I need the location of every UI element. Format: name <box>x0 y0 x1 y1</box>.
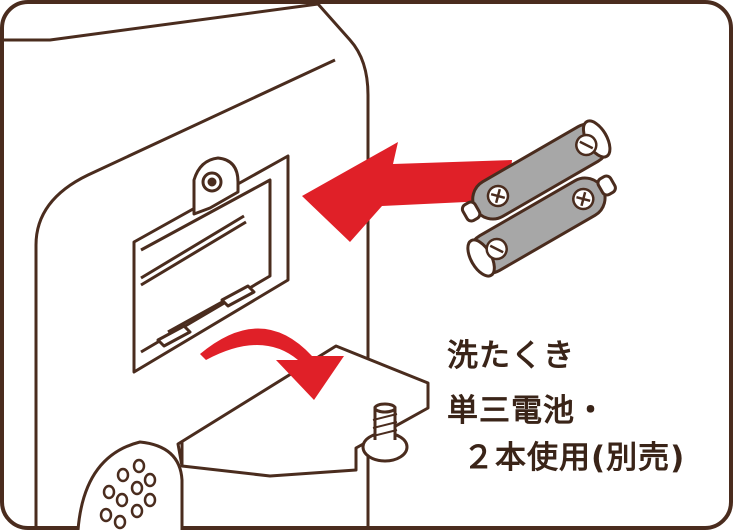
screw-icon <box>361 402 409 463</box>
caption-line-2: 単三電池・ <box>447 393 607 429</box>
battery-cover <box>176 344 430 478</box>
insert-arrow-icon <box>302 142 512 242</box>
open-cover-arrow-icon <box>200 328 344 400</box>
caption-line-3: ２本使用(別売) <box>463 440 686 476</box>
device-body <box>4 2 370 530</box>
battery-icon <box>460 119 617 278</box>
caption-line-1: 洗たくき <box>447 338 575 374</box>
battery-compartment <box>132 154 290 374</box>
speaker-grille-icon <box>76 440 184 530</box>
